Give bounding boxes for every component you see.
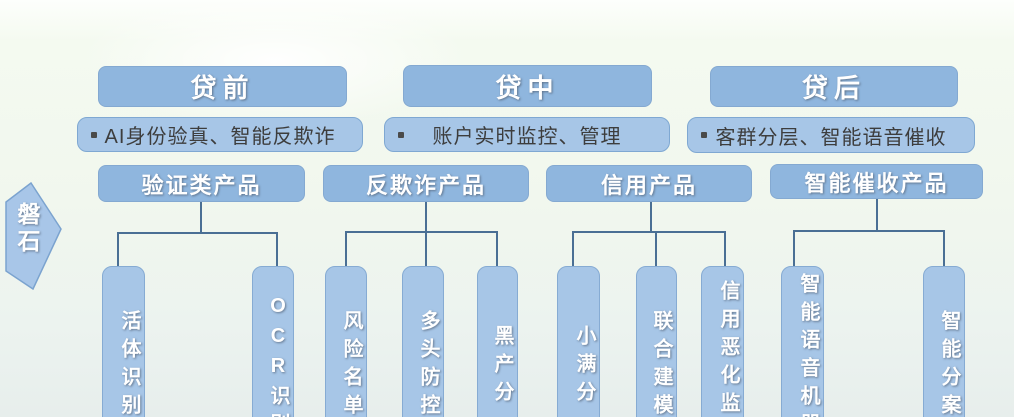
category-verification-products: 验证类产品 xyxy=(98,165,305,202)
bullet-dot xyxy=(91,131,97,138)
connector-line xyxy=(572,231,726,233)
category-smart-collection-products: 智能催收产品 xyxy=(770,164,983,199)
product-multi-loan-prevention: 多头防控 xyxy=(402,266,444,417)
connector-line xyxy=(496,231,498,266)
connector-line xyxy=(655,231,657,266)
bullet-dot xyxy=(398,131,404,138)
header-post-loan: 贷后 xyxy=(710,66,958,107)
product-joint-modeling: 联合建模 xyxy=(636,266,677,417)
connector-line xyxy=(650,202,652,232)
connector-line xyxy=(943,230,945,266)
connector-line xyxy=(724,231,726,266)
connector-line xyxy=(345,231,498,233)
product-smart-case-assignment: 智能分案 xyxy=(923,266,965,417)
bullet-text-post-loan: 客群分层、智能语音催收 xyxy=(715,126,947,149)
category-antifraud-products: 反欺诈产品 xyxy=(323,165,529,202)
connector-line xyxy=(117,232,119,266)
connector-line xyxy=(117,232,278,234)
header-mid-loan: 贷中 xyxy=(403,65,652,107)
bullet-box-post-loan: 客群分层、智能语音催收 xyxy=(687,117,975,153)
connector-line xyxy=(793,230,795,266)
bullet-text-mid-loan: 账户实时监控、管理 xyxy=(432,126,622,148)
connector-line xyxy=(276,232,278,266)
pillar-label: 磐石 xyxy=(14,202,40,256)
header-pre-loan: 贷前 xyxy=(98,66,347,107)
product-smart-voice-robot: 智能语音机器人 xyxy=(781,266,824,417)
bullet-dot xyxy=(701,132,707,138)
connector-line xyxy=(572,231,574,266)
category-credit-products: 信用产品 xyxy=(546,165,752,202)
pillar-hexagon-shape xyxy=(5,182,62,290)
bullet-text-pre-loan: AI身份验真、智能反欺诈 xyxy=(104,126,336,148)
connector-line xyxy=(345,231,347,266)
bullet-box-mid-loan: 账户实时监控、管理 xyxy=(384,117,670,152)
connector-line xyxy=(200,202,202,233)
product-xiaoman-score: 小满分 xyxy=(557,266,600,417)
bullet-box-pre-loan: AI身份验真、智能反欺诈 xyxy=(77,117,363,152)
connector-line xyxy=(793,230,945,232)
connector-line xyxy=(876,199,878,232)
product-credit-deterioration-monitoring: 信用恶化监控 xyxy=(701,266,744,417)
connector-line xyxy=(425,202,427,266)
product-black-market-score: 黑产分 xyxy=(477,266,518,417)
product-risk-list: 风险名单 xyxy=(325,266,367,417)
product-ocr-recognition: OCR识别 xyxy=(252,266,294,417)
product-live-detection: 活体识别 xyxy=(102,266,145,417)
